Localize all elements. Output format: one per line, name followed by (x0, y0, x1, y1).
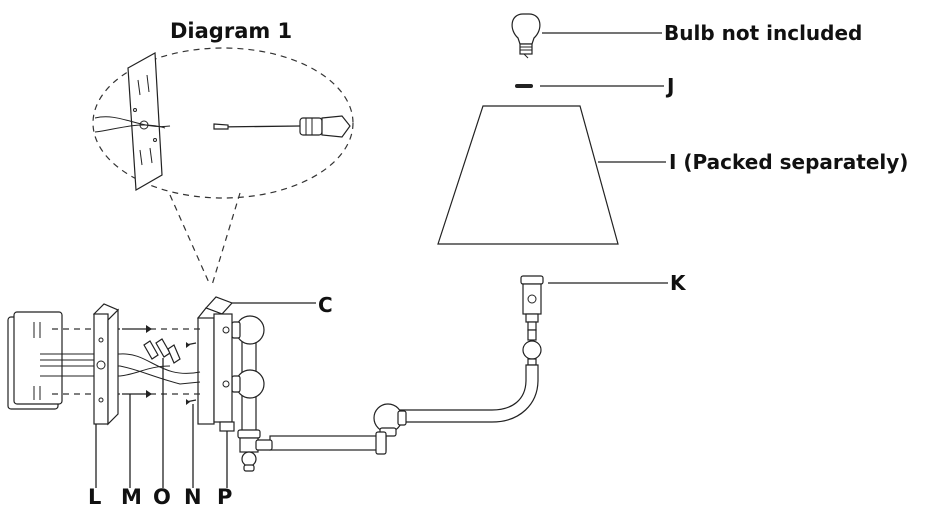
swing-arm (231, 315, 542, 472)
label-bulb: Bulb not included (664, 21, 862, 45)
backplate-c (197, 296, 234, 425)
label-j: J (665, 74, 674, 98)
screwdriver-icon (213, 115, 351, 138)
label-p: P (217, 485, 232, 509)
bulb-icon (511, 13, 541, 59)
label-i: I (Packed separately) (669, 150, 908, 174)
label-o: O (153, 485, 171, 509)
diagram-title: Diagram 1 (170, 19, 292, 43)
ground-screw-p (219, 421, 235, 432)
lamp-shade-i (437, 105, 619, 245)
label-l: L (88, 485, 101, 509)
finial-j (515, 84, 533, 88)
detail-bubble (92, 47, 354, 286)
screws-n (185, 342, 197, 405)
junction-box (7, 311, 63, 410)
label-k: K (670, 271, 687, 295)
mounting-plate-l (92, 303, 120, 426)
label-n: N (184, 485, 202, 509)
label-c: C (318, 293, 333, 317)
label-m: M (121, 485, 142, 509)
screws-m (122, 325, 152, 398)
socket-k (520, 275, 544, 331)
wire-connectors-o (143, 338, 181, 364)
